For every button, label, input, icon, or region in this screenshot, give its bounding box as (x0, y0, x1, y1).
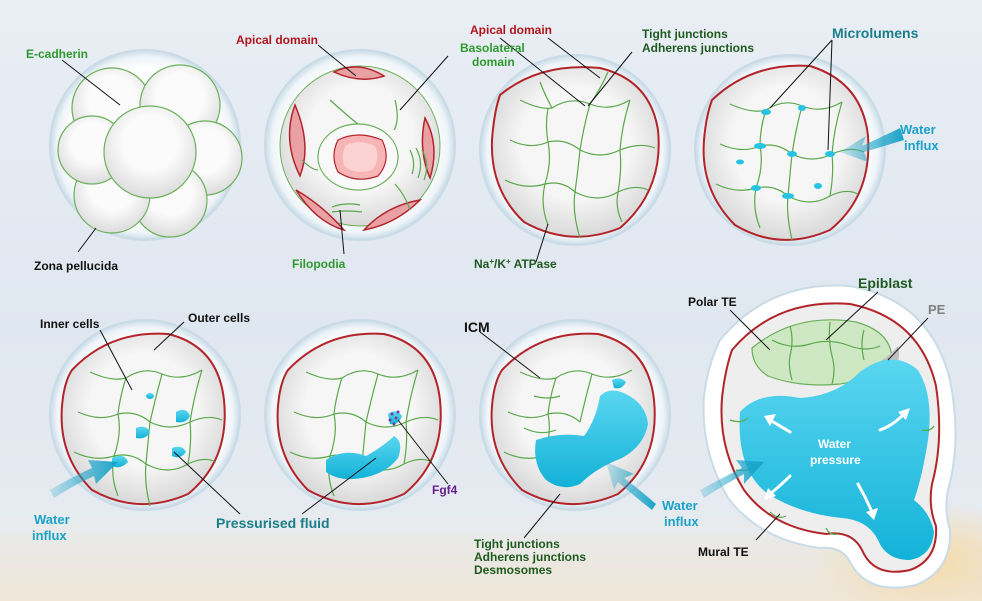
label-water-influx-2a: Water (34, 512, 70, 527)
label-water-influx-2b: influx (32, 528, 67, 543)
label-fgf4: Fgf4 (432, 483, 458, 497)
label-basolateral-line1: Basolateral (460, 41, 525, 55)
label-water-pressure-a: Water (818, 437, 851, 451)
panel-icm-cavity (479, 319, 671, 511)
label-desmosomes: Desmosomes (474, 563, 552, 577)
labels: E-cadherin Zona pellucida Apical domain … (26, 23, 946, 577)
panel-8-cell-embryo (49, 49, 243, 241)
label-adherens-junctions-top: Adherens junctions (642, 41, 754, 55)
label-inner-cells: Inner cells (40, 317, 100, 331)
label-water-influx-1a: Water (900, 122, 936, 137)
panel-polarisation (264, 49, 456, 241)
label-microlumens: Microlumens (832, 25, 919, 41)
label-tight-junctions-bottom: Tight junctions (474, 537, 560, 551)
label-ecadherin: E-cadherin (26, 47, 88, 61)
label-na-k-atpase: Na+/K+ ATPase (474, 257, 557, 272)
label-water-influx-3a: Water (662, 498, 698, 513)
pointer-lines (61, 37, 929, 541)
label-mural-te: Mural TE (698, 545, 749, 559)
panel-pressurised-fluid (264, 319, 456, 511)
label-zona-pellucida: Zona pellucida (34, 259, 118, 273)
label-pe: PE (928, 302, 946, 317)
label-epiblast: Epiblast (858, 275, 913, 291)
label-water-pressure-b: pressure (810, 453, 861, 467)
label-polar-te: Polar TE (688, 295, 737, 309)
label-water-influx-1b: influx (904, 138, 939, 153)
label-apical-domain-2: Apical domain (470, 23, 552, 37)
label-outer-cells: Outer cells (188, 311, 250, 325)
panel-compacted-morula (479, 54, 671, 246)
label-pressurised-fluid: Pressurised fluid (216, 515, 330, 531)
label-icm: ICM (464, 319, 490, 335)
label-apical-domain-1: Apical domain (236, 33, 318, 47)
panel-microlumens (694, 54, 904, 246)
panel-inner-outer-cells (49, 319, 241, 511)
label-adherens-junctions-bottom: Adherens junctions (474, 550, 586, 564)
panel-blastocyst (700, 284, 957, 589)
label-filopodia: Filopodia (292, 257, 346, 271)
label-water-influx-3b: influx (664, 514, 699, 529)
label-basolateral-line2: domain (472, 55, 515, 69)
label-tight-junctions-top: Tight junctions (642, 27, 728, 41)
